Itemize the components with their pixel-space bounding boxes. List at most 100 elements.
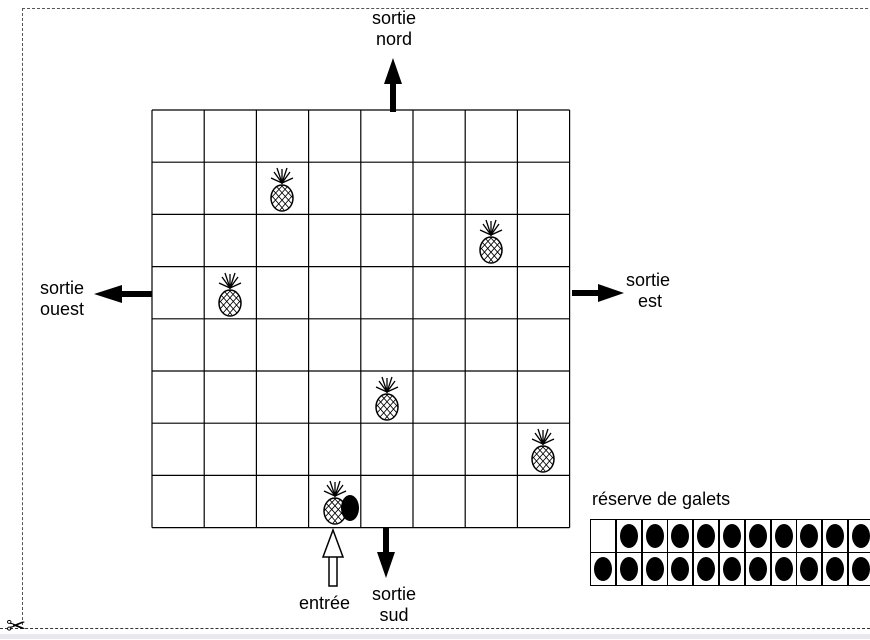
board-cell[interactable] xyxy=(465,267,517,319)
board-cell[interactable] xyxy=(204,162,256,214)
board-cell[interactable] xyxy=(517,162,569,214)
board-cell[interactable] xyxy=(413,110,465,162)
board-cell[interactable] xyxy=(152,214,204,266)
board-cell[interactable] xyxy=(309,319,361,371)
pebble-icon[interactable] xyxy=(774,524,793,548)
board-cell[interactable] xyxy=(309,110,361,162)
board-cell[interactable] xyxy=(309,371,361,423)
reserve-slot[interactable] xyxy=(615,552,642,586)
pebble-icon[interactable] xyxy=(774,557,793,581)
pebble-icon[interactable] xyxy=(594,557,612,581)
board-cell[interactable] xyxy=(204,319,256,371)
reserve-slot[interactable] xyxy=(744,552,771,586)
reserve-slot[interactable] xyxy=(641,519,668,553)
reserve-slot[interactable] xyxy=(693,552,720,586)
board-cell[interactable] xyxy=(309,162,361,214)
reserve-slot[interactable] xyxy=(796,519,823,553)
pebble-icon[interactable] xyxy=(671,557,690,581)
board-cell[interactable] xyxy=(465,162,517,214)
board-cell[interactable] xyxy=(413,214,465,266)
pebble-icon[interactable] xyxy=(826,557,845,581)
board-cell[interactable] xyxy=(517,371,569,423)
board-cell[interactable] xyxy=(256,475,308,527)
board-cell[interactable] xyxy=(309,423,361,475)
board-cell[interactable] xyxy=(152,475,204,527)
board-cell[interactable] xyxy=(465,110,517,162)
pebble-icon[interactable] xyxy=(852,524,870,548)
reserve-slot[interactable] xyxy=(615,519,642,553)
pebble-icon[interactable] xyxy=(671,524,690,548)
pebble-icon[interactable] xyxy=(748,524,767,548)
board-cell[interactable] xyxy=(413,267,465,319)
board-cell[interactable] xyxy=(413,319,465,371)
pebble-icon[interactable] xyxy=(340,495,359,522)
pebble-icon[interactable] xyxy=(826,524,845,548)
board-cell[interactable] xyxy=(465,319,517,371)
board-cell[interactable] xyxy=(517,475,569,527)
board-cell[interactable] xyxy=(152,267,204,319)
reserve-slot[interactable] xyxy=(770,552,797,586)
reserve-slot[interactable] xyxy=(590,552,616,586)
board-cell[interactable] xyxy=(517,319,569,371)
board-cell[interactable] xyxy=(465,423,517,475)
pebble-icon[interactable] xyxy=(723,524,741,548)
reserve-slot[interactable] xyxy=(744,519,771,553)
pebble-icon[interactable] xyxy=(748,557,767,581)
board-cell[interactable] xyxy=(204,475,256,527)
reserve-slot[interactable] xyxy=(590,519,616,553)
board-cell[interactable] xyxy=(361,162,413,214)
board-cell[interactable] xyxy=(152,110,204,162)
board-cell[interactable] xyxy=(517,110,569,162)
board-cell[interactable] xyxy=(413,423,465,475)
board-cell[interactable] xyxy=(152,162,204,214)
pebble-icon[interactable] xyxy=(619,524,638,548)
reserve-slot[interactable] xyxy=(667,519,694,553)
reserve-slot[interactable] xyxy=(848,552,870,586)
board-cell[interactable] xyxy=(413,162,465,214)
board-cell[interactable] xyxy=(517,267,569,319)
board-cell[interactable] xyxy=(309,267,361,319)
board-cell[interactable] xyxy=(361,475,413,527)
board-cell[interactable] xyxy=(465,371,517,423)
pebble-icon[interactable] xyxy=(619,557,638,581)
board-cell[interactable] xyxy=(152,371,204,423)
board-cell[interactable] xyxy=(152,319,204,371)
pebble-icon[interactable] xyxy=(852,557,870,581)
board-cell[interactable] xyxy=(204,423,256,475)
board-cell[interactable] xyxy=(256,371,308,423)
pebble-icon[interactable] xyxy=(697,557,716,581)
board-cell[interactable] xyxy=(361,319,413,371)
reserve-slot[interactable] xyxy=(796,552,823,586)
board-cell[interactable] xyxy=(517,214,569,266)
board-cell[interactable] xyxy=(256,423,308,475)
board-cell[interactable] xyxy=(204,110,256,162)
board-cell[interactable] xyxy=(256,267,308,319)
reserve-slot[interactable] xyxy=(822,552,849,586)
pebble-icon[interactable] xyxy=(723,557,741,581)
board-cell[interactable] xyxy=(361,214,413,266)
reserve-slot[interactable] xyxy=(719,519,745,553)
reserve-slot[interactable] xyxy=(667,552,694,586)
pebble-icon[interactable] xyxy=(800,524,819,548)
board-cell[interactable] xyxy=(361,110,413,162)
pebble-icon[interactable] xyxy=(645,524,664,548)
reserve-slot[interactable] xyxy=(719,552,745,586)
board-cell[interactable] xyxy=(413,475,465,527)
board-cell[interactable] xyxy=(256,110,308,162)
pebble-icon[interactable] xyxy=(697,524,716,548)
reserve-slot[interactable] xyxy=(848,519,870,553)
board-cell[interactable] xyxy=(309,214,361,266)
board-cell[interactable] xyxy=(256,214,308,266)
board-cell[interactable] xyxy=(465,475,517,527)
board-cell[interactable] xyxy=(256,319,308,371)
reserve-slot[interactable] xyxy=(693,519,720,553)
reserve-slot[interactable] xyxy=(822,519,849,553)
board-cell[interactable] xyxy=(152,423,204,475)
reserve-slot[interactable] xyxy=(770,519,797,553)
pebble-icon[interactable] xyxy=(800,557,819,581)
pebble-icon[interactable] xyxy=(645,557,664,581)
board-cell[interactable] xyxy=(204,214,256,266)
board-cell[interactable] xyxy=(413,371,465,423)
board-cell[interactable] xyxy=(361,267,413,319)
board-cell[interactable] xyxy=(361,423,413,475)
